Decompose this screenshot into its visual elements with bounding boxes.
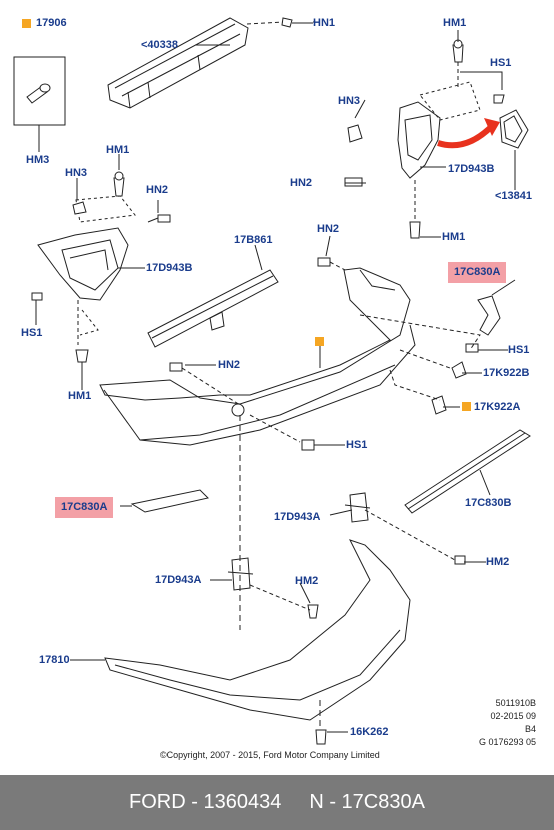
label-hn3-right: HN3 — [338, 95, 361, 107]
direction-arrow — [437, 123, 495, 149]
screw-hs1-left — [31, 292, 43, 301]
screw-hs1-right — [465, 343, 479, 353]
bumper-cover-upper — [99, 267, 416, 446]
label-hs1-right: HS1 — [508, 344, 530, 356]
footer-oem-part: N - 17C830A — [309, 791, 425, 813]
parts-diagram — [13, 17, 531, 745]
label-17k922a: 17K922A — [474, 401, 521, 413]
label-13841: <13841 — [495, 190, 533, 202]
screw-hn2-left — [147, 214, 171, 223]
label-hn2-lower: HN2 — [218, 359, 241, 371]
label-hs1-top-right: HS1 — [490, 57, 512, 69]
label-40338: <40338 — [141, 39, 179, 51]
screw-hm1-top-right — [452, 39, 464, 63]
label-hm2-right: HM2 — [486, 556, 510, 568]
clip-17k922b — [451, 361, 467, 379]
label-hm1-mid-right: HM1 — [442, 231, 466, 243]
direction-arrow-head — [484, 118, 500, 136]
screw-hm1-left-bottom — [75, 349, 89, 372]
label-17d943a-right: 17D943A — [274, 511, 321, 523]
valance-17810 — [104, 539, 411, 721]
legend-marker — [22, 19, 31, 28]
trim-17c830b — [404, 429, 531, 514]
label-hn2-center: HN2 — [317, 223, 340, 235]
label-17d943b-left: 17D943B — [146, 262, 193, 274]
trim-17c830a-right — [477, 295, 501, 336]
label-17810: 17810 — [39, 654, 70, 666]
reference-line-1: 5011910B — [495, 698, 536, 708]
screw-hs1-center — [301, 439, 315, 451]
bracket-17d943b-left — [37, 195, 136, 301]
label-17d943a-left: 17D943A — [155, 574, 202, 586]
clip-17k922a — [431, 395, 447, 415]
screw-hm2-center — [307, 604, 319, 619]
strip-17b861 — [147, 269, 279, 348]
screw-16k262 — [315, 729, 327, 745]
label-hm2-center: HM2 — [295, 575, 319, 587]
bracket-17d943a-right — [344, 492, 371, 523]
label-hn2-right: HN2 — [290, 177, 313, 189]
label-hm1-left-bottom: HM1 — [68, 390, 92, 402]
reference-block: 5011910B 02-2015 09 B4 G 0176293 05 — [470, 698, 536, 748]
bracket-17d943b-right — [397, 81, 481, 179]
marker-square-bumper — [315, 337, 324, 346]
screw-hn2-center — [317, 257, 331, 267]
screw-hn2-lower — [169, 362, 183, 372]
marker-square-17k922a — [462, 402, 471, 411]
screw-hm1-left — [113, 171, 125, 197]
copyright-notice: ©Copyright, 2007 - 2015, Ford Motor Comp… — [160, 750, 380, 760]
screw-hm3 — [26, 83, 51, 104]
screw-hm1-mid-right — [409, 221, 421, 239]
footer-bar: FORD - 1360434 N - 17C830A — [0, 775, 554, 830]
label-17d943b-right: 17D943B — [448, 163, 495, 175]
nut-hn3-left — [72, 201, 87, 215]
label-17b861: 17B861 — [234, 234, 273, 246]
label-hm1-top-right: HM1 — [443, 17, 467, 29]
label-hs1-left: HS1 — [21, 327, 43, 339]
label-hm3: HM3 — [26, 154, 50, 166]
footer-brand-part: FORD - 1360434 — [129, 791, 282, 813]
label-hm1-left: HM1 — [106, 144, 130, 156]
trim-17c830a-left — [130, 489, 209, 513]
reinforcement-beam-40338 — [107, 17, 249, 109]
label-hn1-top: HN1 — [313, 17, 336, 29]
label-hn2-left: HN2 — [146, 184, 169, 196]
label-hn3-left: HN3 — [65, 167, 88, 179]
label-17c830b: 17C830B — [465, 497, 512, 509]
cover-13841 — [499, 109, 529, 149]
screw-hn1-top — [281, 17, 293, 28]
screw-hs1-top-right — [493, 94, 505, 104]
legend-label: 17906 — [36, 17, 67, 29]
nut-hn3-right — [347, 124, 363, 143]
reference-line-3: B4 — [524, 724, 536, 734]
reference-line-2: 02-2015 09 — [490, 711, 536, 721]
bracket-17d943a-left — [227, 557, 254, 591]
label-17c830a-top-highlighted: 17C830A — [448, 262, 507, 283]
label-16k262: 16K262 — [350, 726, 389, 738]
screw-hm2-right — [454, 555, 466, 565]
reference-line-4: G 0176293 05 — [478, 737, 536, 747]
label-hs1-center: HS1 — [346, 439, 368, 451]
screw-hn2-right — [344, 177, 363, 187]
label-17k922b: 17K922B — [483, 367, 530, 379]
label-17c830a-left-highlighted: 17C830A — [55, 497, 114, 518]
